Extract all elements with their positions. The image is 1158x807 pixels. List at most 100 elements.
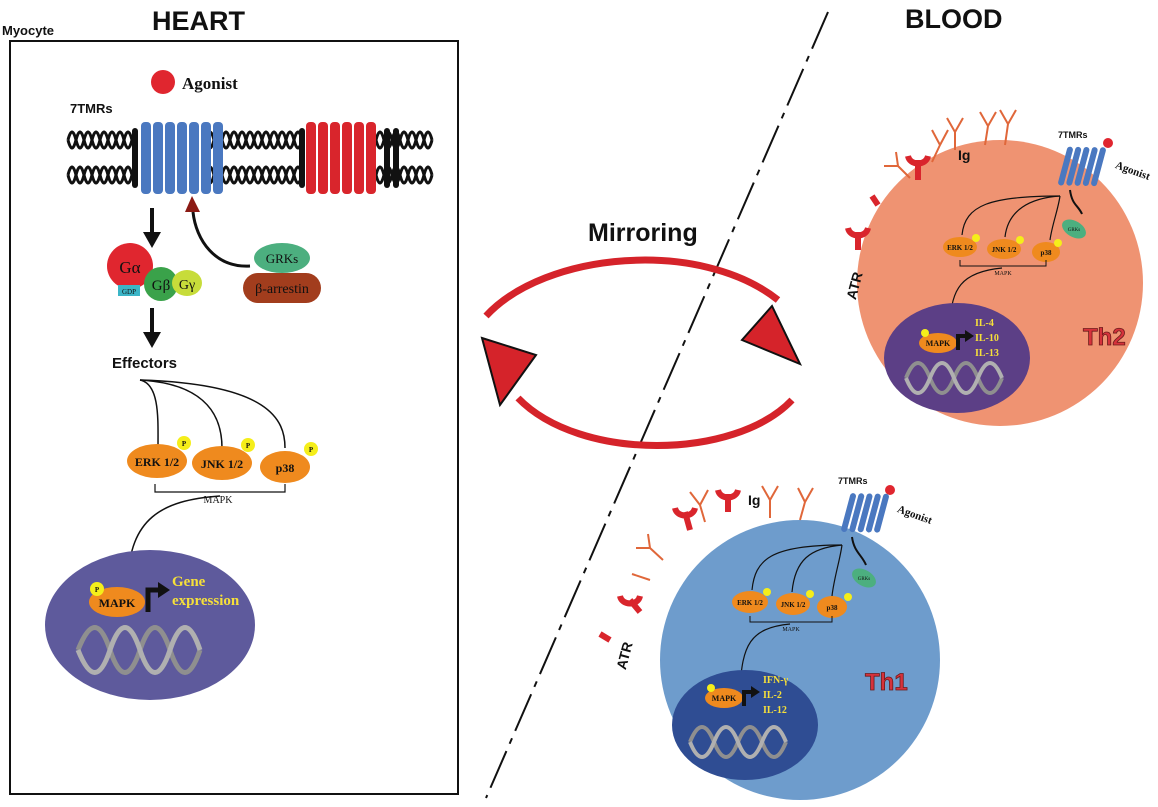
- mapk-bracket: [154, 484, 286, 493]
- th1-p38-label: p38: [827, 604, 838, 612]
- mirroring-cycle-arrows: [480, 256, 803, 449]
- myocyte-frame: [9, 40, 459, 795]
- th2-cytokine-3: IL-13: [975, 348, 999, 359]
- th2-erk-label: ERK 1/2: [947, 244, 973, 252]
- arrestin-blob: [243, 273, 321, 303]
- th1-atr-receptor-icon: [598, 488, 741, 643]
- effectors-label: Effectors: [112, 355, 177, 372]
- gene-expression-label-1: Gene: [172, 574, 206, 590]
- nucleus-mapk-label: MAPK: [99, 596, 136, 610]
- membrane-left-segment: [66, 130, 134, 185]
- th1-atr-label: ATR: [613, 640, 636, 671]
- g-protein-complex: Gα GDP Gβ Gγ: [107, 243, 202, 301]
- th2-p38-kinase: [1032, 242, 1060, 262]
- th2-7tmr-receptor-icon: [1058, 146, 1106, 187]
- heart-mapk-kinases: ERK 1/2 P JNK 1/2 P p38 P MAPK: [127, 436, 318, 506]
- nucleus-mapk: [89, 587, 145, 617]
- th2-nucleus-mapk-label: MAPK: [926, 339, 951, 348]
- th1-grks-blob: [852, 568, 876, 588]
- th2-mapk-bracket-label: MAPK: [994, 271, 1012, 277]
- heart-blue-receptor: [141, 122, 223, 194]
- th2-agonist-label: Agonist: [1114, 159, 1152, 183]
- th1-nucleus: [672, 670, 818, 780]
- jnk-label: JNK 1/2: [201, 457, 243, 471]
- transcription-arrow-icon: [145, 587, 160, 612]
- th2-jnk-kinase: [987, 239, 1021, 259]
- th1-cytokine-3: IL-12: [763, 705, 787, 716]
- phospho-label: P: [95, 586, 100, 594]
- phospho-label: P: [309, 446, 314, 454]
- g-beta-label: Gβ: [152, 278, 170, 294]
- erk-label: ERK 1/2: [135, 455, 179, 469]
- th1-jnk-kinase: [776, 593, 810, 615]
- th1-cell: Ig ATR 7TMRs Agonist GRKs ERK 1/2 JNK 1/…: [598, 476, 940, 800]
- heart-red-receptor: [306, 122, 376, 194]
- g-alpha-label: Gα: [119, 258, 140, 277]
- th2-atr-label: ATR: [843, 270, 866, 301]
- th1-agonist-label: Agonist: [896, 503, 934, 527]
- th1-cytokine-2: IL-2: [763, 690, 782, 701]
- g-gamma-label: Gγ: [179, 278, 195, 293]
- th2-grks-blob: [1062, 219, 1086, 239]
- th1-ig-label: Ig: [748, 492, 760, 508]
- th2-erk-kinase: [943, 237, 977, 257]
- heart-title: HEART: [152, 6, 246, 36]
- p38-kinase: [260, 451, 310, 483]
- mirroring-label: Mirroring: [588, 219, 698, 247]
- gdp-label: GDP: [122, 288, 136, 296]
- grks-label: GRKs: [266, 251, 299, 266]
- gene-expression-label-2: expression: [172, 593, 240, 609]
- th1-mapk-bracket-label: MAPK: [782, 627, 800, 633]
- th1-grks-label: GRKs: [858, 577, 871, 582]
- phospho-badge: [90, 582, 104, 596]
- dna-helix-icon: [75, 625, 203, 675]
- dividing-dashed-line: [485, 11, 829, 799]
- th2-atr-receptor-icon: [845, 154, 931, 250]
- grks-blob: [254, 243, 310, 273]
- th1-cytokine-1: IFN-γ: [763, 675, 789, 686]
- erk-kinase: [127, 444, 187, 478]
- phospho-label: P: [246, 442, 251, 450]
- agonist-icon: [151, 70, 175, 94]
- jnk-kinase: [192, 446, 252, 480]
- th2-grks-label: GRKs: [1068, 228, 1081, 233]
- th2-cytokine-2: IL-10: [975, 333, 999, 344]
- phospho-badge: [241, 438, 255, 452]
- g-alpha-subunit: [107, 243, 153, 289]
- th1-ig-receptor-icon: [631, 485, 814, 581]
- th1-erk-label: ERK 1/2: [737, 599, 763, 607]
- th1-jnk-label: JNK 1/2: [781, 601, 806, 609]
- th1-nucleus-mapk-label: MAPK: [712, 694, 737, 703]
- phospho-badge: [304, 442, 318, 456]
- th2-dna-helix-icon: [904, 361, 1004, 395]
- effector-lines: [139, 379, 286, 449]
- th2-nucleus-mapk: [919, 333, 957, 353]
- th2-jnk-label: JNK 1/2: [992, 246, 1017, 254]
- th1-label: Th1: [865, 669, 908, 696]
- th2-cell: Ig ATR 7TMRs Agonist GRKs ERK 1/2 JNK 1/…: [843, 109, 1152, 426]
- p38-label: p38: [276, 461, 295, 475]
- arrow-head-left-icon: [480, 336, 538, 408]
- th1-dna-helix-icon: [688, 725, 788, 759]
- myocyte-label: Myocyte: [2, 23, 54, 38]
- th1-nucleus-mapk: [705, 688, 743, 708]
- th2-ig-receptor-icon: [884, 109, 1017, 179]
- th1-agonist-icon: [885, 485, 895, 495]
- th2-cytokine-1: IL-4: [975, 318, 994, 329]
- th2-label: Th2: [1083, 324, 1126, 351]
- th1-receptor-label: 7TMRs: [838, 476, 868, 486]
- phospho-badge: [177, 436, 191, 450]
- phospho-label: P: [182, 440, 187, 448]
- heart-receptor-label: 7TMRs: [70, 101, 113, 116]
- cell-membrane: [66, 128, 434, 188]
- th2-agonist-icon: [1103, 138, 1113, 148]
- g-beta-subunit: [144, 267, 178, 301]
- arrestin-label: β-arrestin: [255, 282, 309, 297]
- th1-7tmr-receptor-icon: [841, 493, 889, 533]
- g-gamma-subunit: [172, 270, 202, 296]
- gdp-box: [118, 285, 140, 296]
- arrow-down-icon: [143, 308, 161, 348]
- th1-erk-kinase: [732, 591, 768, 613]
- th2-p38-label: p38: [1041, 249, 1052, 257]
